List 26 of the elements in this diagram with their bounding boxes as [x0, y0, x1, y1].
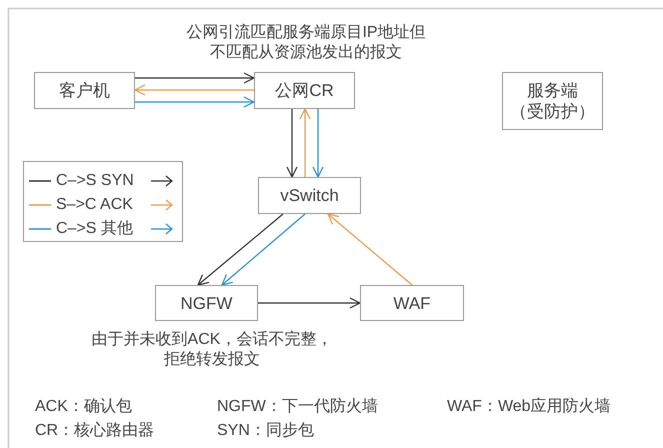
arrow: [327, 213, 412, 286]
legend-text: S–>C ACK: [56, 195, 133, 215]
arrow: [299, 108, 311, 177]
arrow: [258, 297, 361, 309]
glossary-text: CR：核心路由器: [35, 420, 154, 441]
note-text: 公网引流匹配服务端原目IP地址但不匹配从资源池发出的报文: [185, 23, 427, 63]
glossary-text: WAF：Web应用防火墙: [447, 396, 611, 417]
arrow: [312, 109, 324, 178]
arrow: [135, 96, 255, 108]
arrow: [134, 84, 254, 96]
arrow: [135, 72, 255, 84]
process-box: 服务端（受防护）: [502, 72, 603, 130]
process-box: NGFW: [155, 285, 258, 321]
legend-text: C–>S 其他: [56, 219, 133, 239]
note-text: 由于并未收到ACK，会话不完整，拒绝转发报文: [90, 330, 334, 370]
glossary-text: ACK：确认包: [35, 397, 132, 417]
process-box: vSwitch: [258, 177, 361, 214]
arrow: [197, 214, 284, 286]
process-box: 公网CR: [254, 72, 355, 109]
arrow: [286, 109, 298, 178]
process-box: WAF: [360, 285, 464, 321]
glossary-text: NGFW：下一代防火墙: [217, 396, 378, 417]
glossary-text: SYN：同步包: [217, 420, 314, 441]
arrow: [221, 214, 306, 286]
legend-text: C–>S SYN: [56, 171, 134, 191]
process-box: 客户机: [34, 72, 135, 109]
